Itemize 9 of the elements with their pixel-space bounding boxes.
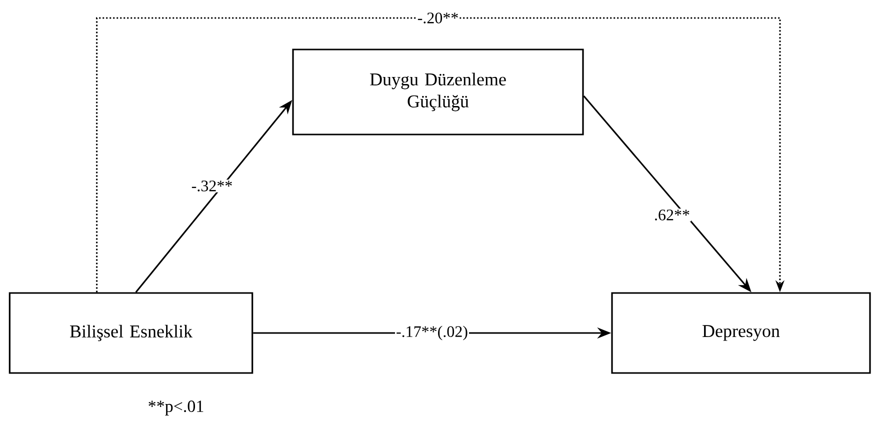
edge-label: -.17**(.02): [395, 324, 469, 342]
box: Bilişsel Esneklik: [8, 292, 254, 374]
edge-label: -.32**: [190, 180, 234, 192]
edge-label: -.20**: [416, 12, 460, 24]
edge-label: .62**: [653, 208, 691, 222]
note: **p<.01: [148, 400, 204, 416]
box: Duygu Düzenleme Güçlüğü: [292, 48, 584, 136]
box: Depresyon: [611, 292, 871, 374]
arrow: [96, 17, 785, 292]
